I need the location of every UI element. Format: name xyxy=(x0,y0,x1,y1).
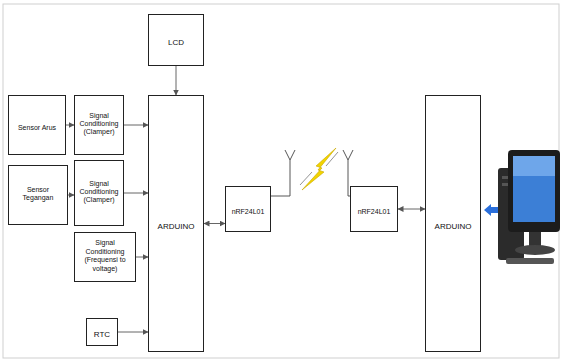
text-stack: Sensor Arus xyxy=(18,116,56,134)
block-box: Signal Conditioning (Clamper) xyxy=(74,160,124,226)
block-label: ARDUINO xyxy=(158,222,195,232)
wireless-bolt xyxy=(302,148,336,190)
signal-arrow xyxy=(136,257,148,258)
block-label: Sensor Arus xyxy=(18,124,56,132)
input-arrow xyxy=(484,204,498,216)
text-stack: Signal Conditioning (Clamper) xyxy=(77,112,121,139)
block-box: ARDUINO xyxy=(148,95,204,352)
text-stack: ARDUINO xyxy=(158,215,195,233)
signal-arrow xyxy=(124,193,148,194)
text-stack: nRF24L01 xyxy=(232,200,265,218)
block-box: RTC xyxy=(86,318,118,346)
signal-arrow xyxy=(118,332,148,333)
block-box: LCD xyxy=(148,14,204,66)
computer-illustration xyxy=(498,150,560,264)
block-box: Sensor Tegangan xyxy=(8,165,68,225)
block-label: LCD xyxy=(168,38,184,48)
block-box: Signal Conditioning (Clamper) xyxy=(74,95,124,155)
antenna-left xyxy=(271,150,295,196)
wireless-dash xyxy=(300,172,312,185)
signal-arrow xyxy=(66,125,74,126)
block-box: ARDUINO xyxy=(425,95,481,352)
text-stack: LCD xyxy=(168,31,184,49)
signal-arrow xyxy=(124,125,148,126)
signal-arrow xyxy=(204,223,225,224)
wireless-dash xyxy=(326,152,338,166)
block-label: Signal Conditioning (Clamper) xyxy=(77,180,121,205)
text-stack: Signal Conditioning (Clamper) xyxy=(77,180,121,207)
block-box: Signal Conditioning (Frequensi to voltag… xyxy=(74,232,136,282)
frame xyxy=(3,4,559,358)
text-stack: ARDUINO xyxy=(435,215,472,233)
text-stack: Sensor Tegangan xyxy=(11,186,65,204)
block-label: ARDUINO xyxy=(435,222,472,232)
signal-arrow xyxy=(176,66,177,95)
block-label: nRF24L01 xyxy=(232,208,265,216)
block-label: Signal Conditioning (Clamper) xyxy=(77,112,121,137)
block-box: Sensor Arus xyxy=(8,95,66,155)
block-box: nRF24L01 xyxy=(350,186,398,232)
text-stack: Signal Conditioning (Frequensi to voltag… xyxy=(77,239,133,274)
text-stack: nRF24L01 xyxy=(358,200,391,218)
block-label: Signal Conditioning (Frequensi to voltag… xyxy=(77,239,133,273)
block-label: nRF24L01 xyxy=(358,208,391,216)
block-label: RTC xyxy=(94,330,110,340)
signal-arrow xyxy=(398,209,425,210)
block-box: nRF24L01 xyxy=(225,186,271,232)
text-stack: RTC xyxy=(94,323,110,341)
block-label: Sensor Tegangan xyxy=(11,186,65,203)
